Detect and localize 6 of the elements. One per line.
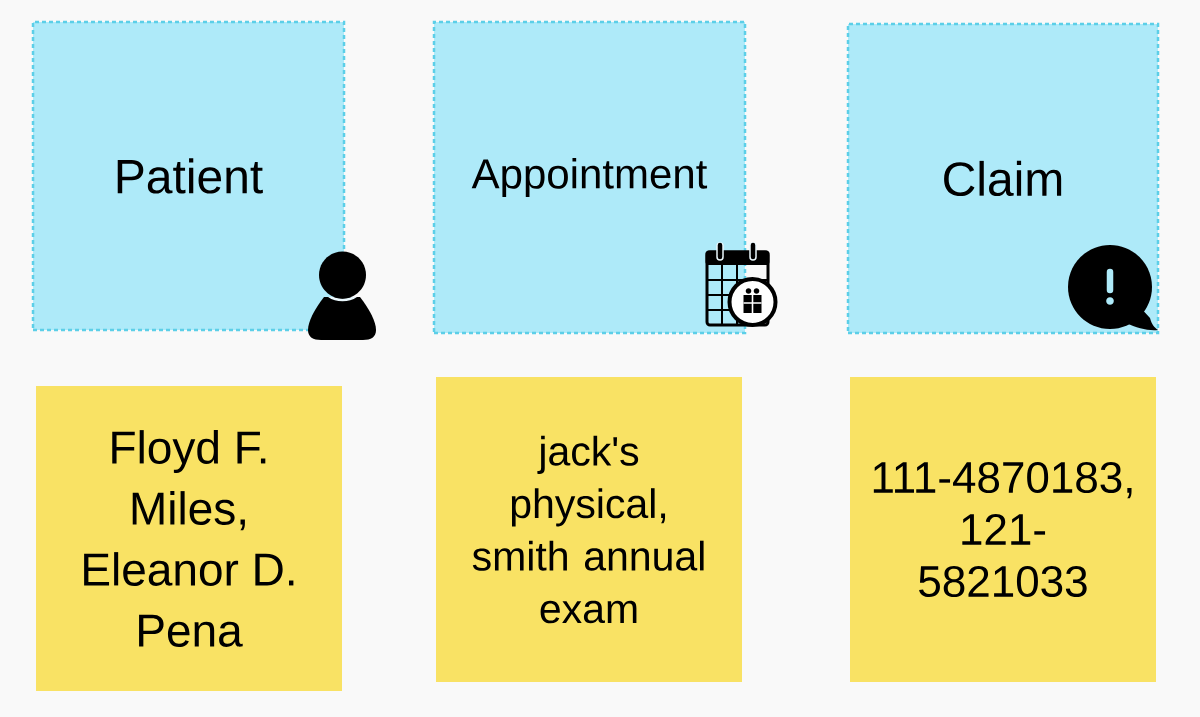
sticky-note: Floyd F. Miles, Eleanor D. Pena	[36, 386, 342, 691]
sticky-note: jack's physical, smith annual exam	[436, 377, 742, 682]
category-card: Appointment	[432, 20, 747, 335]
category-card: Patient	[31, 20, 346, 332]
category-card: Claim	[846, 22, 1160, 335]
sticky-note: 111-4870183, 121-5821033	[850, 377, 1156, 682]
